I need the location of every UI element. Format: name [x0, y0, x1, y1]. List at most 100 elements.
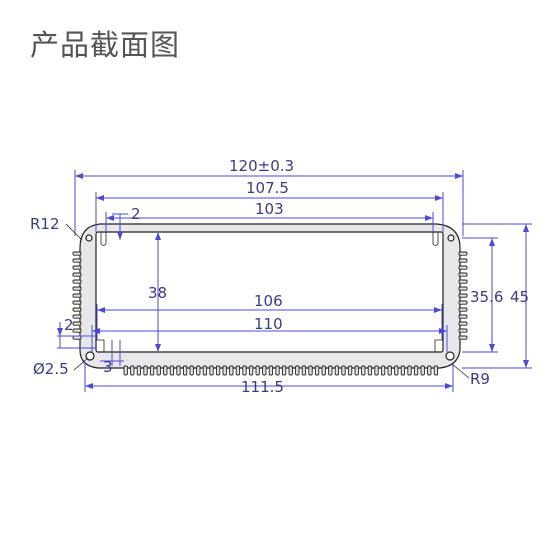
bottom-fin — [255, 365, 260, 376]
side-fin — [72, 251, 82, 256]
side-fin — [72, 328, 82, 333]
dim-inner-top-width: 107.5 — [246, 179, 289, 197]
side-fin — [458, 251, 468, 256]
bottom-fin — [169, 365, 175, 376]
side-fin — [458, 328, 468, 333]
top-slot-right — [432, 232, 439, 246]
bottom-fin — [354, 365, 359, 376]
side-fin — [72, 265, 82, 270]
side-fins-left — [72, 251, 82, 340]
bottom-fin — [182, 365, 188, 376]
bottom-fin — [400, 365, 406, 376]
dim-slot-offset: 2 — [131, 205, 141, 223]
bottom-fin — [427, 365, 432, 376]
dim-overall-width: 120±0.3 — [229, 157, 294, 175]
bottom-fin — [341, 365, 346, 376]
side-fin — [458, 321, 468, 326]
bottom-fin — [163, 365, 168, 376]
bottom-fins — [123, 365, 439, 376]
side-fin — [458, 279, 468, 284]
bottom-fin — [196, 365, 201, 376]
side-fin — [458, 335, 468, 340]
bottom-fin — [222, 365, 227, 376]
hole-bottom-right — [445, 351, 455, 361]
bottom-fin — [215, 365, 221, 376]
side-fin — [72, 279, 82, 284]
bottom-fin — [149, 365, 155, 376]
side-fin — [72, 286, 82, 291]
bottom-fin — [176, 365, 181, 376]
side-fin — [458, 265, 468, 270]
inner-cavity — [95, 231, 444, 353]
side-fin — [72, 321, 82, 326]
bottom-rail-left — [96, 339, 105, 352]
dim-overall-height: 45 — [510, 288, 529, 306]
side-fin — [72, 314, 82, 319]
dim-radius-top: R12 — [30, 215, 60, 233]
bottom-fin — [328, 365, 333, 376]
dim-bottom-width: 111.5 — [241, 378, 284, 396]
dimension-lines — [57, 170, 532, 392]
bottom-fin — [301, 365, 307, 376]
page-title: 产品截面图 — [30, 28, 181, 62]
side-fin — [72, 258, 82, 263]
side-fin — [458, 307, 468, 312]
side-fin — [72, 307, 82, 312]
bottom-fin — [156, 365, 161, 376]
bottom-fin — [143, 365, 148, 376]
bottom-fin — [268, 365, 274, 376]
side-fin — [458, 300, 468, 305]
bottom-rail-right — [434, 339, 443, 352]
profile-body — [72, 223, 468, 376]
side-fin — [458, 286, 468, 291]
bottom-fin — [367, 365, 373, 376]
side-fin — [72, 272, 82, 277]
bottom-fin — [433, 365, 439, 376]
dim-rail-span-outer: 110 — [254, 315, 283, 333]
bottom-fin — [130, 365, 135, 376]
bottom-fin — [374, 365, 379, 376]
hole-top-left — [85, 234, 93, 242]
bottom-fin — [248, 365, 254, 376]
bottom-fin — [242, 365, 247, 376]
side-fin — [458, 314, 468, 319]
dim-small: 3 — [103, 358, 113, 376]
bottom-fin — [136, 365, 142, 376]
bottom-fin — [281, 365, 287, 376]
bottom-fin — [262, 365, 267, 376]
dim-side-offset: 2 — [64, 316, 74, 334]
dim-radius-bottom: R9 — [470, 370, 490, 388]
bottom-fin — [308, 365, 313, 376]
bottom-fin — [347, 365, 353, 376]
side-fin — [72, 300, 82, 305]
bottom-fin — [123, 365, 128, 376]
bottom-fin — [420, 365, 425, 376]
bottom-fin — [202, 365, 208, 376]
bottom-fin — [407, 365, 412, 376]
bottom-fin — [229, 365, 234, 376]
dim-rail-span-inner: 106 — [254, 292, 283, 310]
side-fin — [458, 258, 468, 263]
side-fin — [72, 293, 82, 298]
bottom-fin — [209, 365, 214, 376]
bottom-fin — [380, 365, 386, 376]
dim-cavity-width: 103 — [255, 200, 284, 218]
bottom-fin — [235, 365, 241, 376]
bottom-fin — [387, 365, 392, 376]
bottom-fin — [189, 365, 194, 376]
bottom-fin — [321, 365, 326, 376]
bottom-fin — [361, 365, 366, 376]
side-fin — [458, 272, 468, 277]
side-fins-right — [458, 251, 468, 340]
bottom-fin — [334, 365, 340, 376]
top-slot-left — [100, 232, 107, 246]
bottom-fin — [275, 365, 280, 376]
leader-lines — [65, 223, 470, 379]
dim-inner-height: 35.6 — [470, 288, 503, 306]
bottom-fin — [413, 365, 419, 376]
bottom-fin — [288, 365, 293, 376]
dim-cavity-height: 38 — [148, 284, 167, 302]
dim-hole-diameter: Ø2.5 — [33, 360, 69, 378]
bottom-fin — [295, 365, 300, 376]
